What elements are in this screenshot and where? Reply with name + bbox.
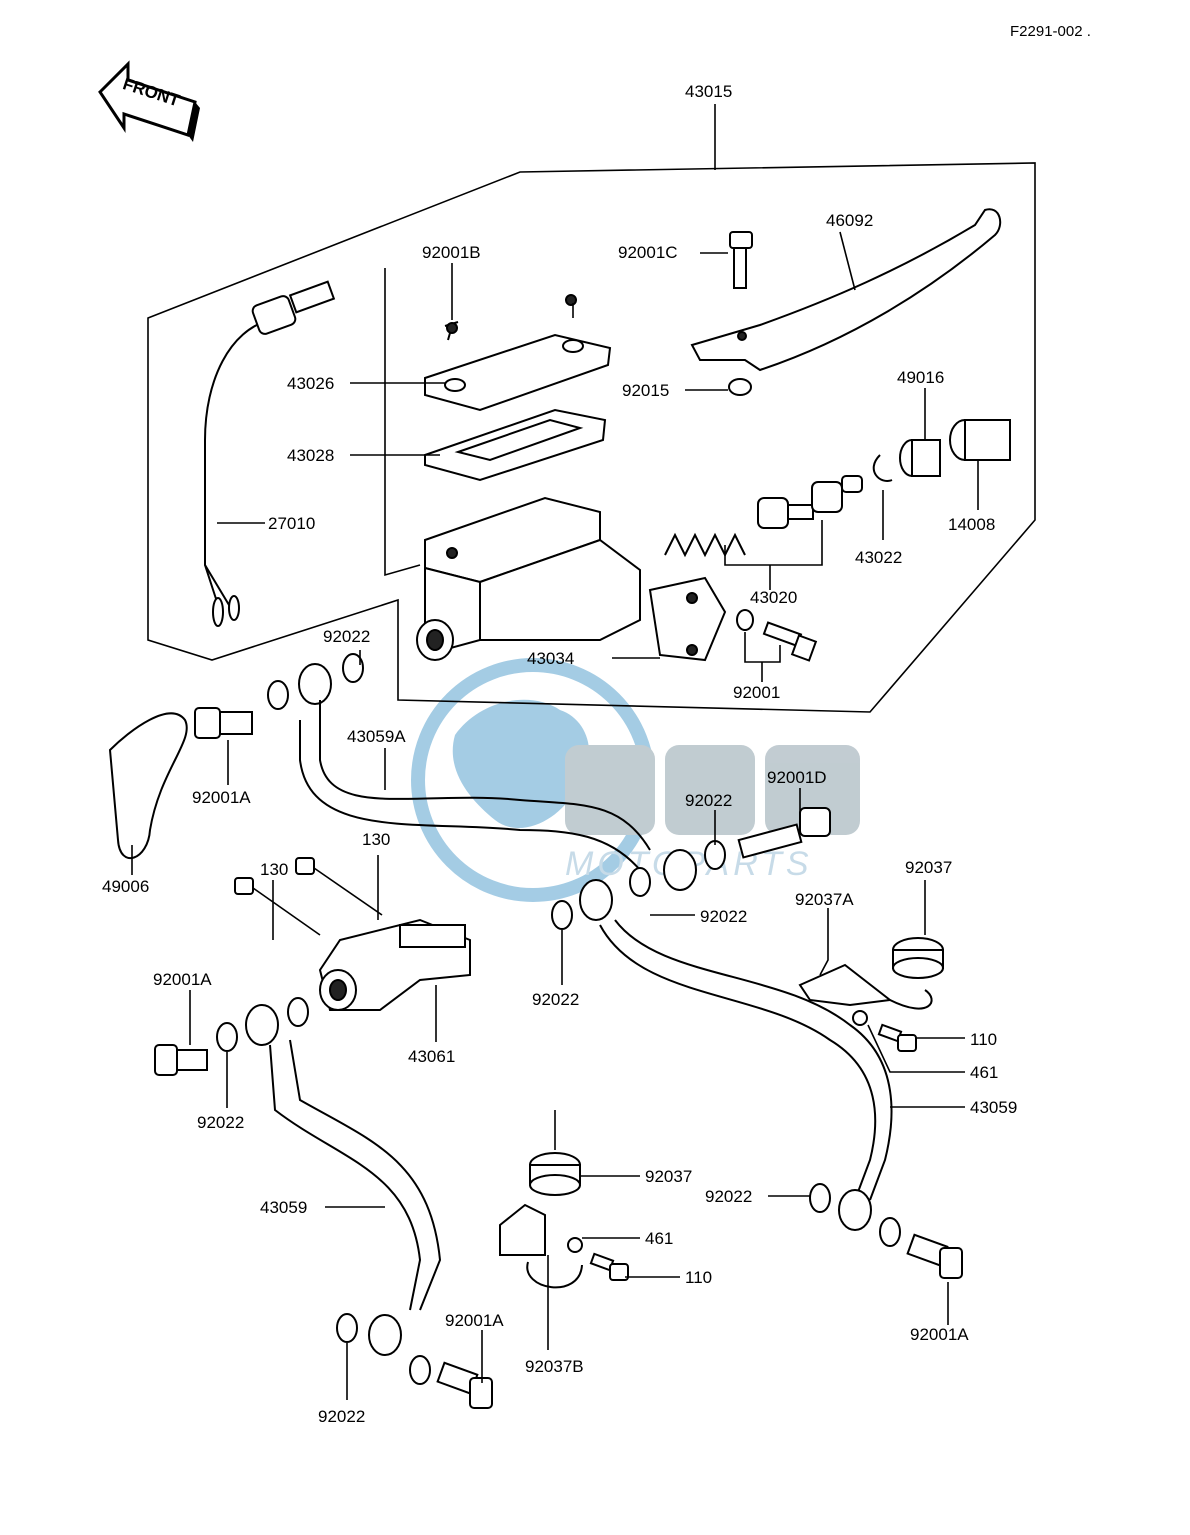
bolt-92001C [729, 231, 753, 289]
washer-92022-2 [342, 653, 364, 683]
label-92037B: 92037B [525, 1357, 584, 1376]
clamp-92037B [499, 1203, 583, 1289]
label-110-a: 110 [970, 1030, 997, 1049]
label-43026: 43026 [287, 374, 334, 393]
label-92001D: 92001D [767, 768, 827, 787]
washer-92022-7 [409, 1355, 431, 1385]
label-43015: 43015 [685, 82, 732, 101]
label-461-b: 461 [645, 1229, 673, 1248]
label-92022-a: 92022 [323, 627, 370, 646]
label-46092: 46092 [826, 211, 873, 230]
washer-461-lower [567, 1237, 583, 1253]
washer-92022-10 [809, 1183, 831, 1213]
clamp-92037A [798, 963, 933, 1010]
washer-92022-1 [267, 680, 289, 710]
brake-hose-43059-left [245, 1004, 442, 1356]
bolt-110-right [877, 1023, 917, 1052]
leader-lines [131, 231, 979, 1400]
label-43022: 43022 [855, 548, 902, 567]
label-92001B: 92001B [422, 243, 481, 262]
label-14008: 14008 [948, 515, 995, 534]
bolt-130-a [234, 877, 321, 936]
label-43059A: 43059A [347, 727, 406, 746]
clutch-lever-46092 [690, 208, 1002, 372]
master-cylinder-body [416, 496, 727, 662]
circlip-43022 [872, 454, 893, 482]
label-49016: 49016 [897, 368, 944, 387]
label-92037-a: 92037 [905, 858, 952, 877]
label-92001C: 92001C [618, 243, 678, 262]
label-43061: 43061 [408, 1047, 455, 1066]
label-43020: 43020 [750, 588, 797, 607]
washer-461-right [852, 1010, 868, 1026]
label-92037A: 92037A [795, 890, 854, 909]
part-labels: 43015 92001B 92001C 46092 43026 92015 49… [102, 82, 1017, 1426]
grommet-92037-lower [529, 1152, 581, 1196]
cap-49006 [108, 712, 188, 860]
boot-49016 [899, 439, 941, 477]
banjo-bolt-92001A-lower-left [436, 1361, 493, 1409]
nut-92015 [728, 378, 752, 396]
bolt-110-lower [589, 1252, 629, 1281]
label-130-b: 130 [362, 830, 390, 849]
washer-92022-3 [704, 840, 726, 870]
label-43028: 43028 [287, 446, 334, 465]
dust-cover-14008 [949, 419, 1011, 461]
banjo-bolt-92001A-upper [194, 707, 253, 739]
front-arrow-icon: FRONT [98, 60, 200, 142]
banjo-bolt-92001A-right [906, 1233, 963, 1279]
label-130-a: 130 [260, 860, 288, 879]
label-461-a: 461 [970, 1063, 998, 1082]
bolt-92001 [736, 609, 818, 662]
diaphragm-43028 [424, 408, 607, 482]
label-92022-d: 92022 [532, 990, 579, 1009]
label-92001A-a: 92001A [192, 788, 251, 807]
label-43059-a: 43059 [970, 1098, 1017, 1117]
label-43059-b: 43059 [260, 1198, 307, 1217]
brake-hose-43059A [298, 663, 697, 891]
label-92022-e: 92022 [197, 1113, 244, 1132]
label-92022-g: 92022 [318, 1407, 365, 1426]
hose-joint-43061 [318, 918, 471, 1011]
label-49006: 49006 [102, 877, 149, 896]
label-92022-c: 92022 [700, 907, 747, 926]
assembly-outline [147, 162, 1036, 713]
washer-92022-5 [287, 997, 309, 1027]
label-110-b: 110 [685, 1268, 712, 1287]
label-92015: 92015 [622, 381, 669, 400]
label-27010: 27010 [268, 514, 315, 533]
label-92001A-b: 92001A [153, 970, 212, 989]
label-92022-f: 92022 [705, 1187, 752, 1206]
label-43034: 43034 [527, 649, 574, 668]
reservoir-cap-43026 [424, 294, 612, 412]
washer-92022-11 [879, 1217, 901, 1247]
piston-kit-43020 [664, 475, 863, 558]
diagram-code: F2291-002 . [1010, 23, 1091, 40]
label-92001A-d: 92001A [910, 1325, 969, 1344]
washer-92022-9 [629, 867, 651, 897]
label-92001A-c: 92001A [445, 1311, 504, 1330]
label-92022-b: 92022 [685, 791, 732, 810]
label-92001: 92001 [733, 683, 780, 702]
washer-92022-6 [336, 1313, 358, 1343]
washer-92022-8 [551, 900, 573, 930]
switch-27010 [204, 280, 336, 627]
banjo-bolt-92001A-left [154, 1044, 208, 1076]
bolt-130-b [295, 857, 383, 916]
washer-92022-4 [216, 1022, 238, 1052]
grommet-92037-right [892, 937, 944, 979]
brake-hose-43059-right [579, 879, 893, 1231]
label-92037-b: 92037 [645, 1167, 692, 1186]
